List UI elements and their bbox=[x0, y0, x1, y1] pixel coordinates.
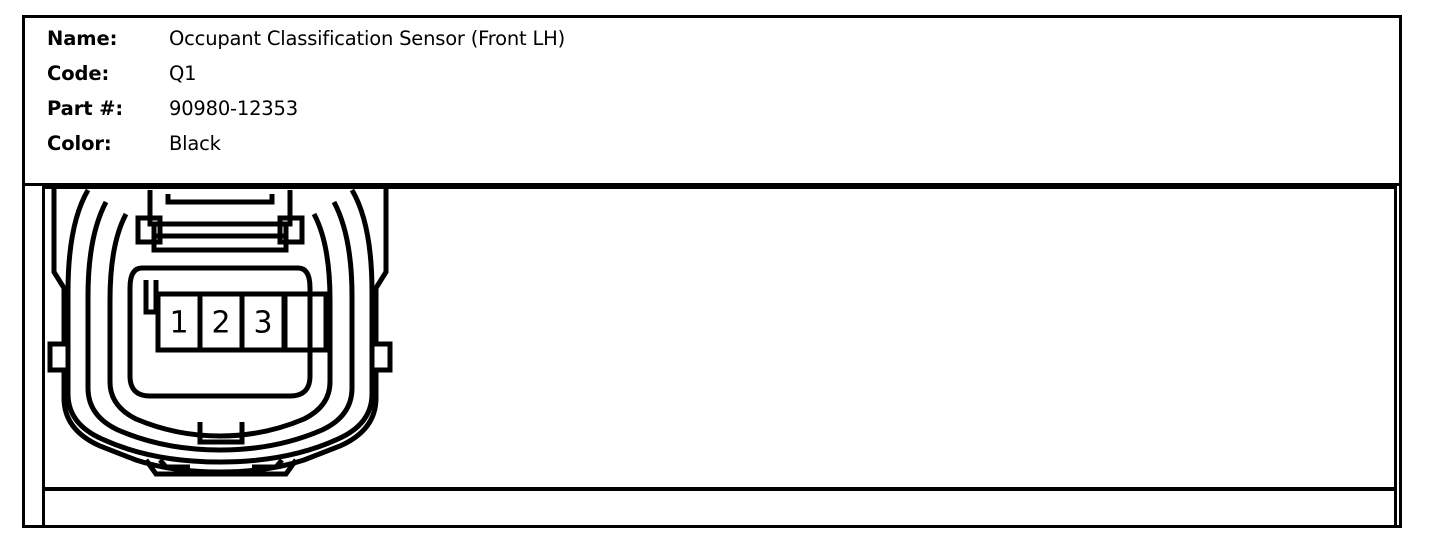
connector-bottom-foot bbox=[143, 458, 299, 477]
connector-latch-bar-top bbox=[165, 194, 275, 205]
pin-cavity-group: 1 2 3 bbox=[155, 291, 287, 353]
footer-strip bbox=[42, 491, 1397, 525]
connector-bottom-foot-slot-right bbox=[252, 458, 284, 470]
pin-cavity-3 bbox=[239, 291, 287, 353]
connector-shell-ring-3 bbox=[85, 200, 355, 453]
spec-value-name: Occupant Classification Sensor (Front LH… bbox=[169, 27, 566, 50]
spec-block: Name: Occupant Classification Sensor (Fr… bbox=[47, 27, 947, 167]
spec-row-color: Color: Black bbox=[47, 132, 947, 167]
connector-face-diagram: 1 2 3 bbox=[47, 187, 393, 477]
connector-bottom-notch bbox=[197, 422, 245, 445]
spec-value-color: Black bbox=[169, 132, 221, 155]
spec-row-part-number: Part #: 90980-12353 bbox=[47, 97, 947, 132]
connector-latch-post-left bbox=[135, 215, 163, 245]
pin-number-2: 2 bbox=[211, 306, 230, 341]
header-diagram-divider bbox=[25, 183, 1399, 186]
diagram-footer-divider bbox=[42, 487, 1397, 491]
spec-label-name: Name: bbox=[47, 27, 118, 50]
pin-number-3: 3 bbox=[253, 306, 272, 341]
connector-bottom-foot-slot-left bbox=[158, 458, 190, 470]
connector-key-rib-left bbox=[143, 280, 159, 315]
spec-row-code: Code: Q1 bbox=[47, 62, 947, 97]
spec-label-color: Color: bbox=[47, 132, 112, 155]
spec-value-code: Q1 bbox=[169, 62, 197, 85]
spec-label-part-number: Part #: bbox=[47, 97, 124, 120]
spec-row-name: Name: Occupant Classification Sensor (Fr… bbox=[47, 27, 947, 62]
connector-latch-frame bbox=[147, 190, 293, 227]
connector-latch-post-right bbox=[277, 215, 305, 245]
connector-blank-cavity bbox=[282, 291, 329, 353]
connector-inner-cavity-wall bbox=[127, 265, 313, 399]
spec-value-part-number: 90980-12353 bbox=[169, 97, 298, 120]
pin-number-1: 1 bbox=[169, 306, 188, 341]
connector-shell-ring-2 bbox=[65, 188, 375, 465]
connector-shell-ring-4 bbox=[107, 212, 333, 439]
spec-label-code: Code: bbox=[47, 62, 110, 85]
